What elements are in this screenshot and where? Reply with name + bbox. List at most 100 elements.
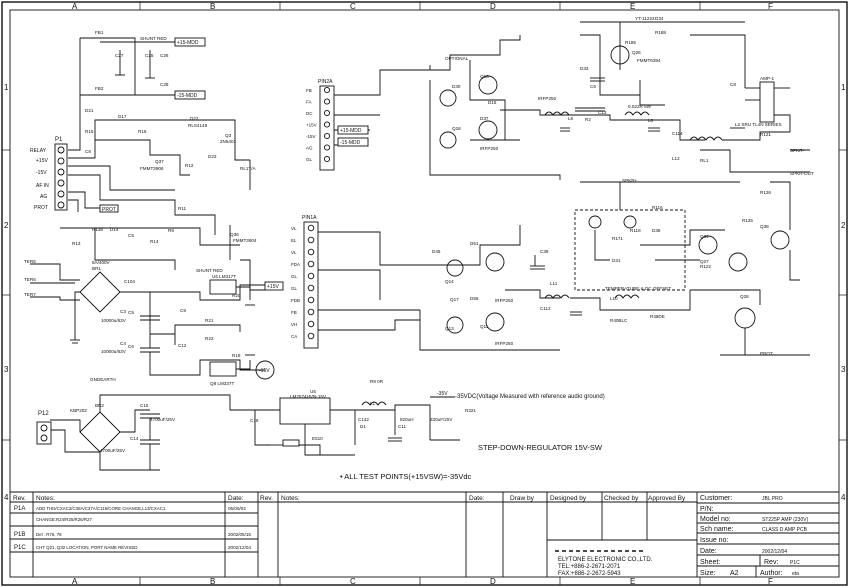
tb-author: eta (792, 571, 799, 577)
flag-mdd4: -15-MDD (340, 140, 361, 146)
component-label-r121: R121 (760, 132, 771, 137)
component-label-r125: R125 (742, 218, 753, 223)
component-label-d17: D17 (118, 114, 127, 119)
component-label-c104: C104 (124, 279, 135, 284)
col-e-bottom: E (630, 577, 635, 586)
component-label-c3: C3 (120, 309, 126, 314)
component-label-d1t: E510 (312, 436, 323, 441)
component-label-rl1: RL1 (700, 158, 709, 163)
pin1a-pin-label: VL (291, 250, 297, 255)
revision-date: 2002/12/04 (228, 545, 251, 550)
component-label-c13: C13 (598, 110, 607, 115)
component-label-r40: R40BLC (610, 318, 628, 323)
component-label-q36: Q36 (230, 232, 239, 237)
tb-date: 2002/12/04 (762, 549, 787, 555)
component-label-l12v: YT-11222 (635, 16, 655, 21)
tb-date-header: Date: (228, 495, 244, 502)
component-label-c12: C12 (178, 343, 187, 348)
component-label-c6: C6 (128, 344, 134, 349)
component-label-c114: C114 (672, 131, 683, 136)
component-label-r16: R16 (138, 129, 147, 134)
v35-note: -35VDC(Voltage Measured with reference a… (455, 394, 605, 400)
p12-connector (36, 421, 52, 445)
component-label-c14v: 4700uF/25V (100, 448, 126, 453)
component-label-d14: D14 (110, 227, 119, 232)
col-d-bottom: D (490, 577, 496, 586)
component-label-d15: D15 (488, 100, 497, 105)
component-label-c11v: 330uF/25V (430, 417, 453, 422)
tb-model-label: Model no: (700, 516, 731, 523)
pin2a-pin-label: AG (306, 146, 313, 151)
component-label-relay: RL1T/A (240, 166, 257, 171)
component-label-c15v: 4700uF/25V (150, 417, 176, 422)
pin1a-pin-label: FDB (291, 298, 300, 303)
pin2a-pin-label: FB (306, 88, 312, 93)
revision-code: P1B (14, 532, 25, 538)
col-a-top: A (72, 2, 78, 11)
component-label-c9: C9 (180, 308, 186, 313)
component-label-q37: Q37 (155, 159, 164, 164)
component-label-c15: C15 (140, 403, 149, 408)
p12-ref: P12 (38, 411, 49, 417)
pin1a-pin-label: EL (291, 238, 297, 243)
component-label-ter5: TER5 (24, 259, 36, 264)
pin2a-ref: PIN2A (318, 79, 333, 85)
component-label-l12: L12 (672, 156, 680, 161)
tb-company: ELYTONE ELECTRONIC CO.,LTD. (558, 557, 653, 563)
col-c-top: C (350, 2, 356, 11)
pin1a-pin-label: CA (291, 334, 297, 339)
component-label-d31: D31 (612, 258, 621, 263)
component-label-shunt2: SHUNT RED (196, 268, 223, 273)
component-label-d33: D33 (580, 66, 589, 71)
title-block (10, 491, 839, 577)
component-label-q17: Q17 (450, 297, 459, 302)
component-label-br1: BR1 (92, 266, 101, 271)
component-label-r14: R14 (150, 239, 159, 244)
tb-approved-by: Approved By (648, 495, 686, 502)
component-label-c25: C25 (145, 53, 154, 58)
component-label-d51: D51 (470, 241, 479, 246)
col-f-bottom: F (768, 577, 773, 586)
component-label-c112: C112 (540, 306, 551, 311)
component-label-q3: Q3 (225, 133, 232, 138)
component-label-r13: R13 (72, 241, 81, 246)
row-2-right: 2 (841, 221, 846, 230)
component-label-d45: D45 (432, 249, 441, 254)
component-label-u6: U6 LM317T (212, 274, 236, 279)
tb-customer: JBL PRO (762, 496, 783, 502)
col-d-top: D (490, 2, 496, 11)
component-label-c4: C4 (120, 341, 126, 346)
pin1a-ref: PIN1A (302, 215, 317, 221)
component-label-r185: R185 (625, 40, 636, 45)
component-label-r22: R22 (205, 336, 214, 341)
tb-size: A2 (730, 570, 739, 577)
flag-minus15v: -15V (259, 368, 270, 374)
component-label-q28: Q28 (740, 294, 749, 299)
row-4-right: 4 (841, 493, 846, 502)
tb-sch-label: Sch name: (700, 526, 734, 533)
component-label-q3t: 2N5401 (220, 139, 237, 144)
revision-note: Del : R76, 78 (36, 532, 62, 537)
component-label-c142: C142 (358, 417, 369, 422)
tb-customer-label: Customer: (700, 495, 732, 502)
col-f-top: F (768, 2, 773, 11)
tb-fax: FAX:+886-2-2672-5943 (558, 571, 621, 577)
component-label-q36t: FMMT3904 (233, 238, 257, 243)
component-label-d30: D30 (452, 84, 461, 89)
row-4-left: 4 (4, 493, 9, 502)
component-label-fb2: FB2 (95, 86, 104, 91)
tb-rev: P1C (790, 560, 800, 566)
component-label-fb1: FB1 (95, 30, 104, 35)
component-label-d21: D21 (85, 108, 94, 113)
component-label-r19: R19 (232, 353, 241, 358)
tb-size-label: Size: (700, 570, 716, 577)
p1-pin-afin: AF IN (36, 183, 49, 189)
col-e-top: E (630, 2, 635, 11)
flag-15v: +15V (267, 284, 279, 290)
p1-pin-minus15: -15V (36, 170, 47, 176)
tb-notes2-header: Notes: (281, 495, 300, 502)
row-3-right: 3 (841, 365, 846, 374)
